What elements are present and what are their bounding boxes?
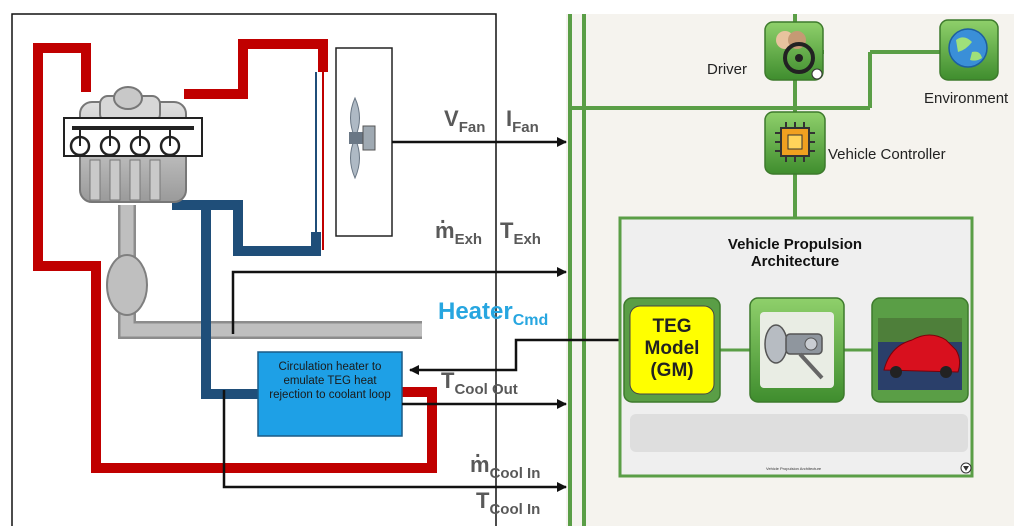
driver-label: Driver xyxy=(707,61,747,78)
propulsion-footer-bar xyxy=(630,414,968,452)
vehicle-controller-label: Vehicle Controller xyxy=(828,146,946,163)
drivetrain-icon[interactable] xyxy=(749,297,845,403)
muffler xyxy=(106,254,148,316)
exhaust-signal-arrow xyxy=(231,267,567,334)
propulsion-footer-label: Vehicle Propulsion Architecture xyxy=(766,466,822,471)
left-frame xyxy=(11,13,497,526)
cool-in-arrow xyxy=(222,390,567,492)
teg-model-box[interactable] xyxy=(629,305,715,395)
exhaust-pipe xyxy=(106,205,422,339)
car-icon[interactable] xyxy=(871,297,969,403)
m-exh-label: .mExh xyxy=(435,206,483,248)
t-exh-label: TExh xyxy=(500,218,541,248)
m-cool-in-label: .mCool In xyxy=(470,440,541,482)
t-cool-in-label: TCool In xyxy=(476,488,541,518)
heater-cmd-label: HeaterCmd xyxy=(438,298,549,329)
heater-box xyxy=(257,351,403,437)
teg-model-label: TEG Model (GM) xyxy=(644,316,700,381)
driver-icon xyxy=(764,21,824,81)
fan-icon xyxy=(349,96,376,180)
t-cool-out-label: TCool Out xyxy=(441,368,518,398)
engine-icon xyxy=(63,86,203,203)
hot-coolant-loop xyxy=(33,39,437,473)
chip-icon xyxy=(764,111,826,175)
heater-box-text: Circulation heater to emulate TEG heat r… xyxy=(269,361,391,401)
environment-label: Environment xyxy=(924,90,1009,107)
cold-coolant-loop xyxy=(172,200,321,399)
expand-icon[interactable] xyxy=(960,462,972,474)
propulsion-title: Vehicle Propulsion Architecture xyxy=(727,236,863,270)
i-fan-label: IFan xyxy=(506,106,539,136)
heater-cmd-arrow xyxy=(409,338,630,375)
globe-icon xyxy=(939,19,999,81)
signal-arrows xyxy=(222,137,630,492)
v-fan-label: VFan xyxy=(444,106,486,136)
